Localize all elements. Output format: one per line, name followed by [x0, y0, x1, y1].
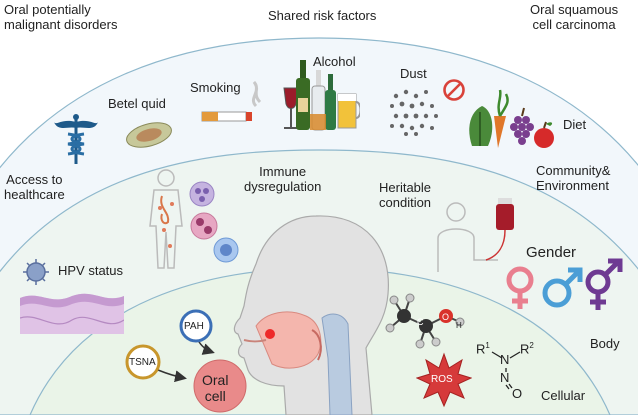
nitrosamine-r1-sup: 1 — [485, 341, 490, 350]
header-right-line1: Oral squamous — [530, 2, 619, 17]
nitrosamine-r2: R2 — [520, 338, 534, 356]
oral-cell-label: Oral cell — [202, 372, 228, 404]
pah-label: PAH — [184, 321, 204, 332]
nitrosamine-r2-letter: R — [520, 341, 530, 357]
epithelium-tissue-icon — [20, 293, 124, 334]
female-symbol-icon — [506, 266, 534, 309]
nitrosamine-n1: N — [500, 352, 510, 367]
ethanol-o-label: O — [442, 312, 450, 322]
oral-cell-line2: cell — [204, 388, 226, 404]
factor-heritable-line2: condition — [379, 195, 432, 210]
transgender-symbol-icon — [585, 258, 623, 310]
nitrosamine-o: O — [512, 386, 523, 401]
oral-cell-line1: Oral — [202, 372, 229, 388]
betel-quid-icon — [126, 122, 172, 148]
factor-access-line2: healthcare — [4, 187, 65, 202]
factor-access: Access to healthcare — [4, 172, 65, 202]
factor-smoking: Smoking — [190, 80, 241, 95]
layer-label-community: Community& Environment — [536, 163, 610, 193]
layer-label-cellular: Cellular — [541, 388, 586, 403]
immune-cells-icon — [189, 181, 239, 263]
caduceus-icon — [54, 114, 98, 164]
prohibited-icon — [443, 79, 465, 101]
ros-label: ROS — [431, 374, 453, 385]
factor-hpv: HPV status — [58, 263, 124, 278]
human-body-icon — [149, 169, 183, 269]
factor-heritable: Heritable condition — [379, 180, 431, 210]
factor-diet: Diet — [563, 117, 587, 132]
diet-vegetables-icon — [469, 89, 554, 148]
factor-access-line1: Access to — [6, 172, 63, 187]
header-left: Oral potentially malignant disorders — [4, 2, 117, 32]
cellular-carcinogen-diagram — [157, 335, 247, 413]
factor-betel: Betel quid — [108, 96, 166, 111]
head-profile-icon — [233, 215, 389, 415]
tsna-label: TSNA — [129, 357, 156, 368]
layer-label-community-line1: Community& — [536, 163, 611, 178]
factor-immune: Immune dysregulation — [244, 164, 321, 194]
pah-circle — [179, 309, 213, 343]
header-left-line1: Oral potentially — [4, 2, 91, 17]
factor-alcohol: Alcohol — [313, 54, 356, 69]
nitrosamine-bonds — [491, 351, 521, 390]
nitrosamine-r1: R1 — [476, 338, 490, 356]
virus-icon — [23, 259, 49, 285]
tsna-circle — [125, 344, 161, 380]
factor-immune-line2: dysregulation — [244, 179, 322, 194]
header-right-line2: cell carcinoma — [532, 17, 616, 32]
layer-label-body: Body — [590, 336, 620, 351]
nitrosamine-n2: N — [500, 370, 510, 385]
ethanol-c1-label: C — [417, 317, 424, 327]
factor-dust: Dust — [400, 66, 427, 81]
ethanol-molecule-icon — [385, 293, 465, 349]
dust-particles-icon — [390, 89, 438, 136]
header-right: Oral squamous cell carcinoma — [530, 2, 618, 32]
header-left-line2: malignant disorders — [4, 17, 118, 32]
ros-burst-icon — [416, 352, 472, 408]
male-symbol-icon — [542, 267, 583, 308]
factor-heritable-line1: Heritable — [379, 180, 432, 195]
cigarette-icon — [201, 80, 262, 122]
header-center: Shared risk factors — [268, 8, 377, 23]
ethanol-h-label: H — [456, 321, 462, 330]
layer-label-community-line2: Environment — [536, 178, 609, 193]
patient-blood-bag-icon — [437, 198, 514, 272]
alcohol-bottles-icon — [283, 60, 360, 131]
factor-gender: Gender — [526, 244, 577, 261]
nitrosamine-r1-letter: R — [476, 341, 486, 357]
nitrosamine-r2-sup: 2 — [529, 341, 534, 350]
factor-immune-line1: Immune — [259, 164, 307, 179]
